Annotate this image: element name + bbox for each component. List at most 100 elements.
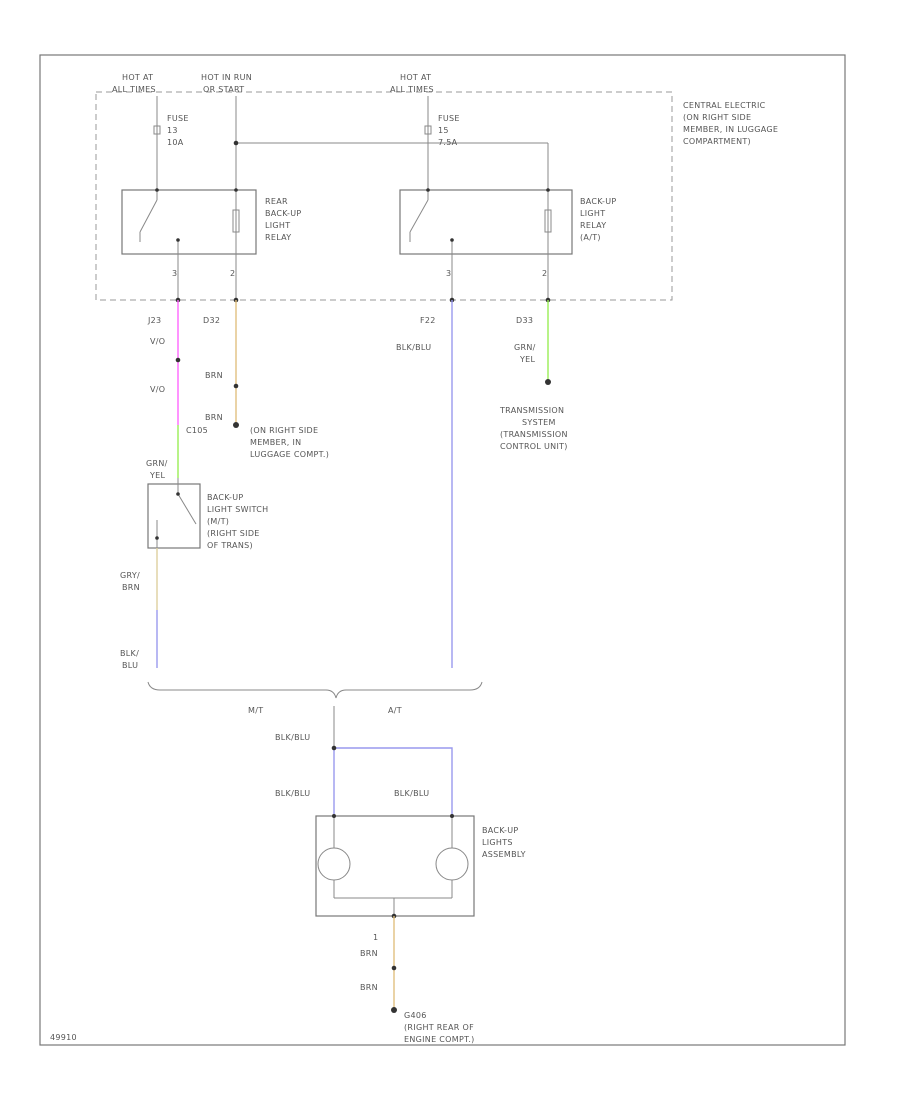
- ground-point: [233, 422, 239, 428]
- svg-text:HOT IN RUN: HOT IN RUN: [201, 73, 252, 82]
- splice-dot: [175, 357, 181, 363]
- svg-text:ALL TIMES: ALL TIMES: [390, 85, 434, 94]
- relay2-pin2: 2: [542, 269, 547, 278]
- svg-text:REAR: REAR: [265, 197, 288, 206]
- svg-text:15: 15: [438, 126, 449, 135]
- connector-c105: C105: [186, 426, 208, 435]
- svg-text:BRN: BRN: [122, 583, 140, 592]
- svg-text:(A/T): (A/T): [580, 233, 601, 242]
- wire-label-grn-yel-2: GRN/ YEL: [514, 343, 536, 364]
- svg-text:(ON RIGHT SIDE: (ON RIGHT SIDE: [250, 426, 318, 435]
- wire-label-blk-blu-2: BLK/ BLU: [120, 649, 139, 670]
- svg-text:(TRANSMISSION: (TRANSMISSION: [500, 430, 568, 439]
- terminal-point: [545, 379, 551, 385]
- relay1-pin3: 3: [172, 269, 177, 278]
- connector-f22: F22: [420, 316, 436, 325]
- svg-text:ALL TIMES: ALL TIMES: [112, 85, 156, 94]
- wire-label-gry-brn: GRY/ BRN: [120, 571, 140, 592]
- svg-text:FUSE: FUSE: [438, 114, 460, 123]
- fuse2-symbol: [424, 125, 432, 135]
- svg-text:BACK-UP: BACK-UP: [482, 826, 518, 835]
- wire-label-grn-yel: GRN/ YEL: [146, 459, 168, 480]
- relay1-pin2: 2: [230, 269, 235, 278]
- wire-label-blk-blu-4: BLK/BLU: [275, 789, 310, 798]
- relay2-label: BACK-UP LIGHT RELAY (A/T): [580, 197, 616, 242]
- transmission-label: TRANSMISSION SYSTEM (TRANSMISSION CONTRO…: [499, 406, 568, 451]
- rear-backup-light-relay: [121, 188, 257, 255]
- svg-text:RELAY: RELAY: [580, 221, 607, 230]
- svg-text:G406: G406: [404, 1011, 427, 1020]
- relay2-pin3: 3: [446, 269, 451, 278]
- svg-text:LIGHT: LIGHT: [580, 209, 605, 218]
- svg-text:LIGHT: LIGHT: [265, 221, 290, 230]
- hot-label-2: HOT IN RUN OR START: [201, 73, 252, 94]
- svg-text:TRANSMISSION: TRANSMISSION: [499, 406, 564, 415]
- svg-text:ENGINE COMPT.): ENGINE COMPT.): [404, 1035, 475, 1044]
- svg-text:LUGGAGE COMPT.): LUGGAGE COMPT.): [250, 450, 329, 459]
- svg-text:BACK-UP: BACK-UP: [265, 209, 301, 218]
- svg-text:(RIGHT REAR OF: (RIGHT REAR OF: [404, 1023, 474, 1032]
- backup-lights-assembly: [315, 814, 475, 919]
- svg-text:HOT AT: HOT AT: [400, 73, 431, 82]
- splice-dot: [233, 383, 239, 389]
- ground2-label: G406 (RIGHT REAR OF ENGINE COMPT.): [404, 1011, 475, 1044]
- svg-text:OF TRANS): OF TRANS): [207, 541, 253, 550]
- wire-label-brn-4: BRN: [360, 983, 378, 992]
- hot-label-3: HOT AT ALL TIMES: [390, 73, 434, 94]
- svg-text:HOT AT: HOT AT: [122, 73, 153, 82]
- svg-text:CONTROL UNIT): CONTROL UNIT): [500, 442, 568, 451]
- connector-j23: J23: [147, 316, 161, 325]
- svg-text:(ON RIGHT SIDE: (ON RIGHT SIDE: [683, 113, 751, 122]
- wire-black-blue-right-lamp: [334, 747, 453, 816]
- connector-d32: D32: [203, 316, 220, 325]
- splice-dot: [391, 965, 397, 971]
- diagram-frame: [39, 54, 846, 1046]
- wire-label-blk-blu-3: BLK/BLU: [275, 733, 310, 742]
- svg-text:BLK/: BLK/: [120, 649, 139, 658]
- svg-text:BACK-UP: BACK-UP: [207, 493, 243, 502]
- fuse1-symbol: [153, 125, 161, 135]
- ground-point: [391, 1007, 397, 1013]
- svg-text:GRY/: GRY/: [120, 571, 140, 580]
- svg-text:OR START: OR START: [203, 85, 244, 94]
- wire-label-vo-2: V/O: [150, 385, 165, 394]
- ground1-label: (ON RIGHT SIDE MEMBER, IN LUGGAGE COMPT.…: [250, 426, 329, 459]
- figure-number: 49910: [50, 1033, 77, 1042]
- svg-text:CENTRAL ELECTRIC: CENTRAL ELECTRIC: [683, 101, 766, 110]
- svg-text:MEMBER, IN: MEMBER, IN: [250, 438, 301, 447]
- svg-text:COMPARTMENT): COMPARTMENT): [683, 137, 751, 146]
- wire-label-vo-1: V/O: [150, 337, 165, 346]
- svg-text:13: 13: [167, 126, 178, 135]
- connector-d33: D33: [516, 316, 533, 325]
- central-electric-label: CENTRAL ELECTRIC (ON RIGHT SIDE MEMBER, …: [683, 101, 778, 146]
- svg-text:10A: 10A: [167, 138, 184, 147]
- wire-label-brn-3: BRN: [360, 949, 378, 958]
- svg-text:GRN/: GRN/: [146, 459, 168, 468]
- lights-pin-label: 1: [373, 933, 378, 942]
- svg-text:GRN/: GRN/: [514, 343, 536, 352]
- at-label: A/T: [388, 706, 402, 715]
- svg-text:MEMBER, IN LUGGAGE: MEMBER, IN LUGGAGE: [683, 125, 778, 134]
- wire-label-blk-blu-5: BLK/BLU: [394, 789, 429, 798]
- svg-text:7.5A: 7.5A: [438, 138, 458, 147]
- fuse2-label: FUSE 15 7.5A: [438, 114, 460, 147]
- central-electric-box: [95, 91, 673, 301]
- option-brace: [147, 681, 483, 699]
- svg-text:BLU: BLU: [122, 661, 138, 670]
- svg-text:YEL: YEL: [519, 355, 536, 364]
- hot-label-1: HOT AT ALL TIMES: [112, 73, 156, 94]
- svg-text:FUSE: FUSE: [167, 114, 189, 123]
- svg-text:LIGHT SWITCH: LIGHT SWITCH: [207, 505, 268, 514]
- backup-light-switch: [147, 478, 201, 549]
- switch-label: BACK-UP LIGHT SWITCH (M/T) (RIGHT SIDE O…: [207, 493, 268, 550]
- wire-label-brn-1: BRN: [205, 371, 223, 380]
- relay1-label: REAR BACK-UP LIGHT RELAY: [265, 197, 301, 242]
- wire-label-brn-2: BRN: [205, 413, 223, 422]
- svg-text:BACK-UP: BACK-UP: [580, 197, 616, 206]
- splice-dot: [331, 745, 337, 751]
- lights-label: BACK-UP LIGHTS ASSEMBLY: [482, 826, 525, 859]
- fuse1-label: FUSE 13 10A: [167, 114, 189, 147]
- wire-label-blk-blu-1: BLK/BLU: [396, 343, 431, 352]
- backup-light-relay-at: [399, 188, 573, 255]
